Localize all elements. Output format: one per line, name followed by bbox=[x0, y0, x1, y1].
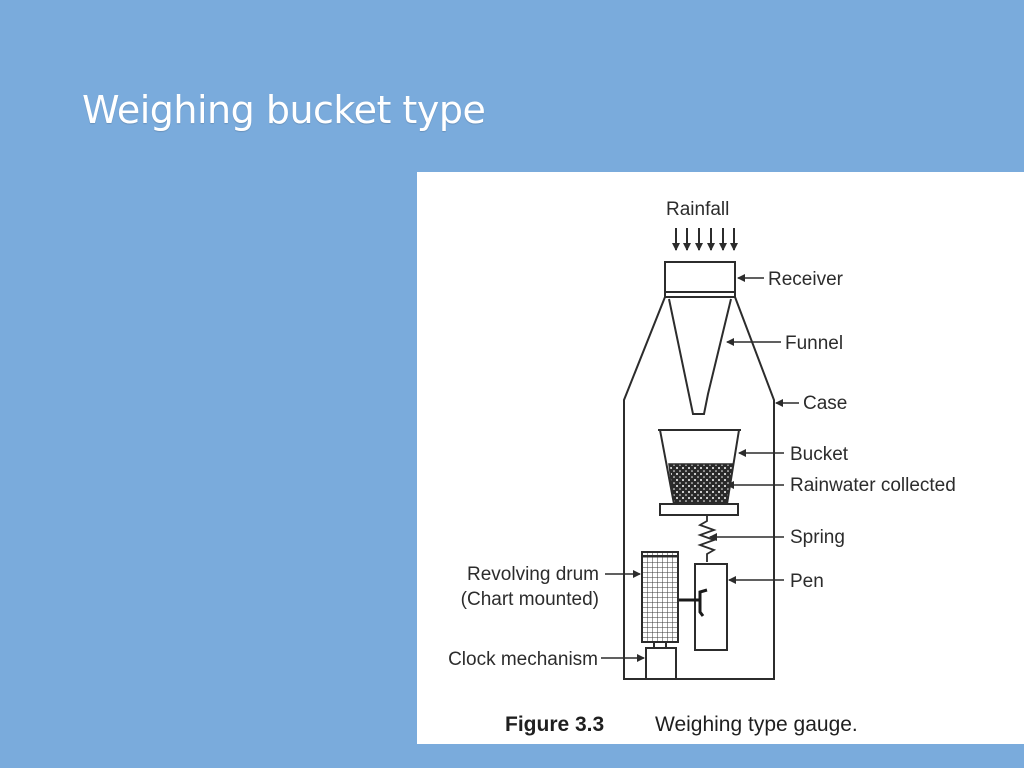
funnel bbox=[668, 298, 732, 415]
spring-label: Spring bbox=[790, 527, 845, 548]
receiver-label: Receiver bbox=[768, 269, 844, 290]
pen-label: Pen bbox=[790, 571, 824, 592]
drum-label-line2: (Chart mounted) bbox=[461, 589, 599, 610]
spring bbox=[697, 515, 717, 562]
slide-title: Weighing bucket type bbox=[82, 88, 486, 132]
case-label: Case bbox=[803, 393, 847, 414]
case-outline bbox=[623, 296, 775, 680]
revolving-drum bbox=[641, 551, 679, 643]
rainwater-collected bbox=[668, 463, 734, 505]
pen-arm bbox=[679, 588, 708, 617]
drum-label-line1: Revolving drum bbox=[467, 564, 599, 585]
funnel-label: Funnel bbox=[785, 333, 843, 354]
figure-caption-text: Weighing type gauge. bbox=[655, 713, 858, 736]
clock-label: Clock mechanism bbox=[448, 649, 598, 670]
bucket-label: Bucket bbox=[790, 444, 849, 465]
figure-panel: Rainfall bbox=[417, 172, 1024, 744]
figure-caption-number: Figure 3.3 bbox=[505, 713, 604, 736]
rainfall-arrows bbox=[672, 228, 738, 251]
leader-arrows bbox=[601, 274, 799, 662]
weighing-gauge-diagram: Rainfall bbox=[448, 199, 956, 736]
clock-mechanism bbox=[645, 647, 677, 680]
rainwater-label: Rainwater collected bbox=[790, 475, 956, 496]
bucket-platform bbox=[659, 503, 739, 516]
rainfall-label: Rainfall bbox=[666, 199, 729, 220]
